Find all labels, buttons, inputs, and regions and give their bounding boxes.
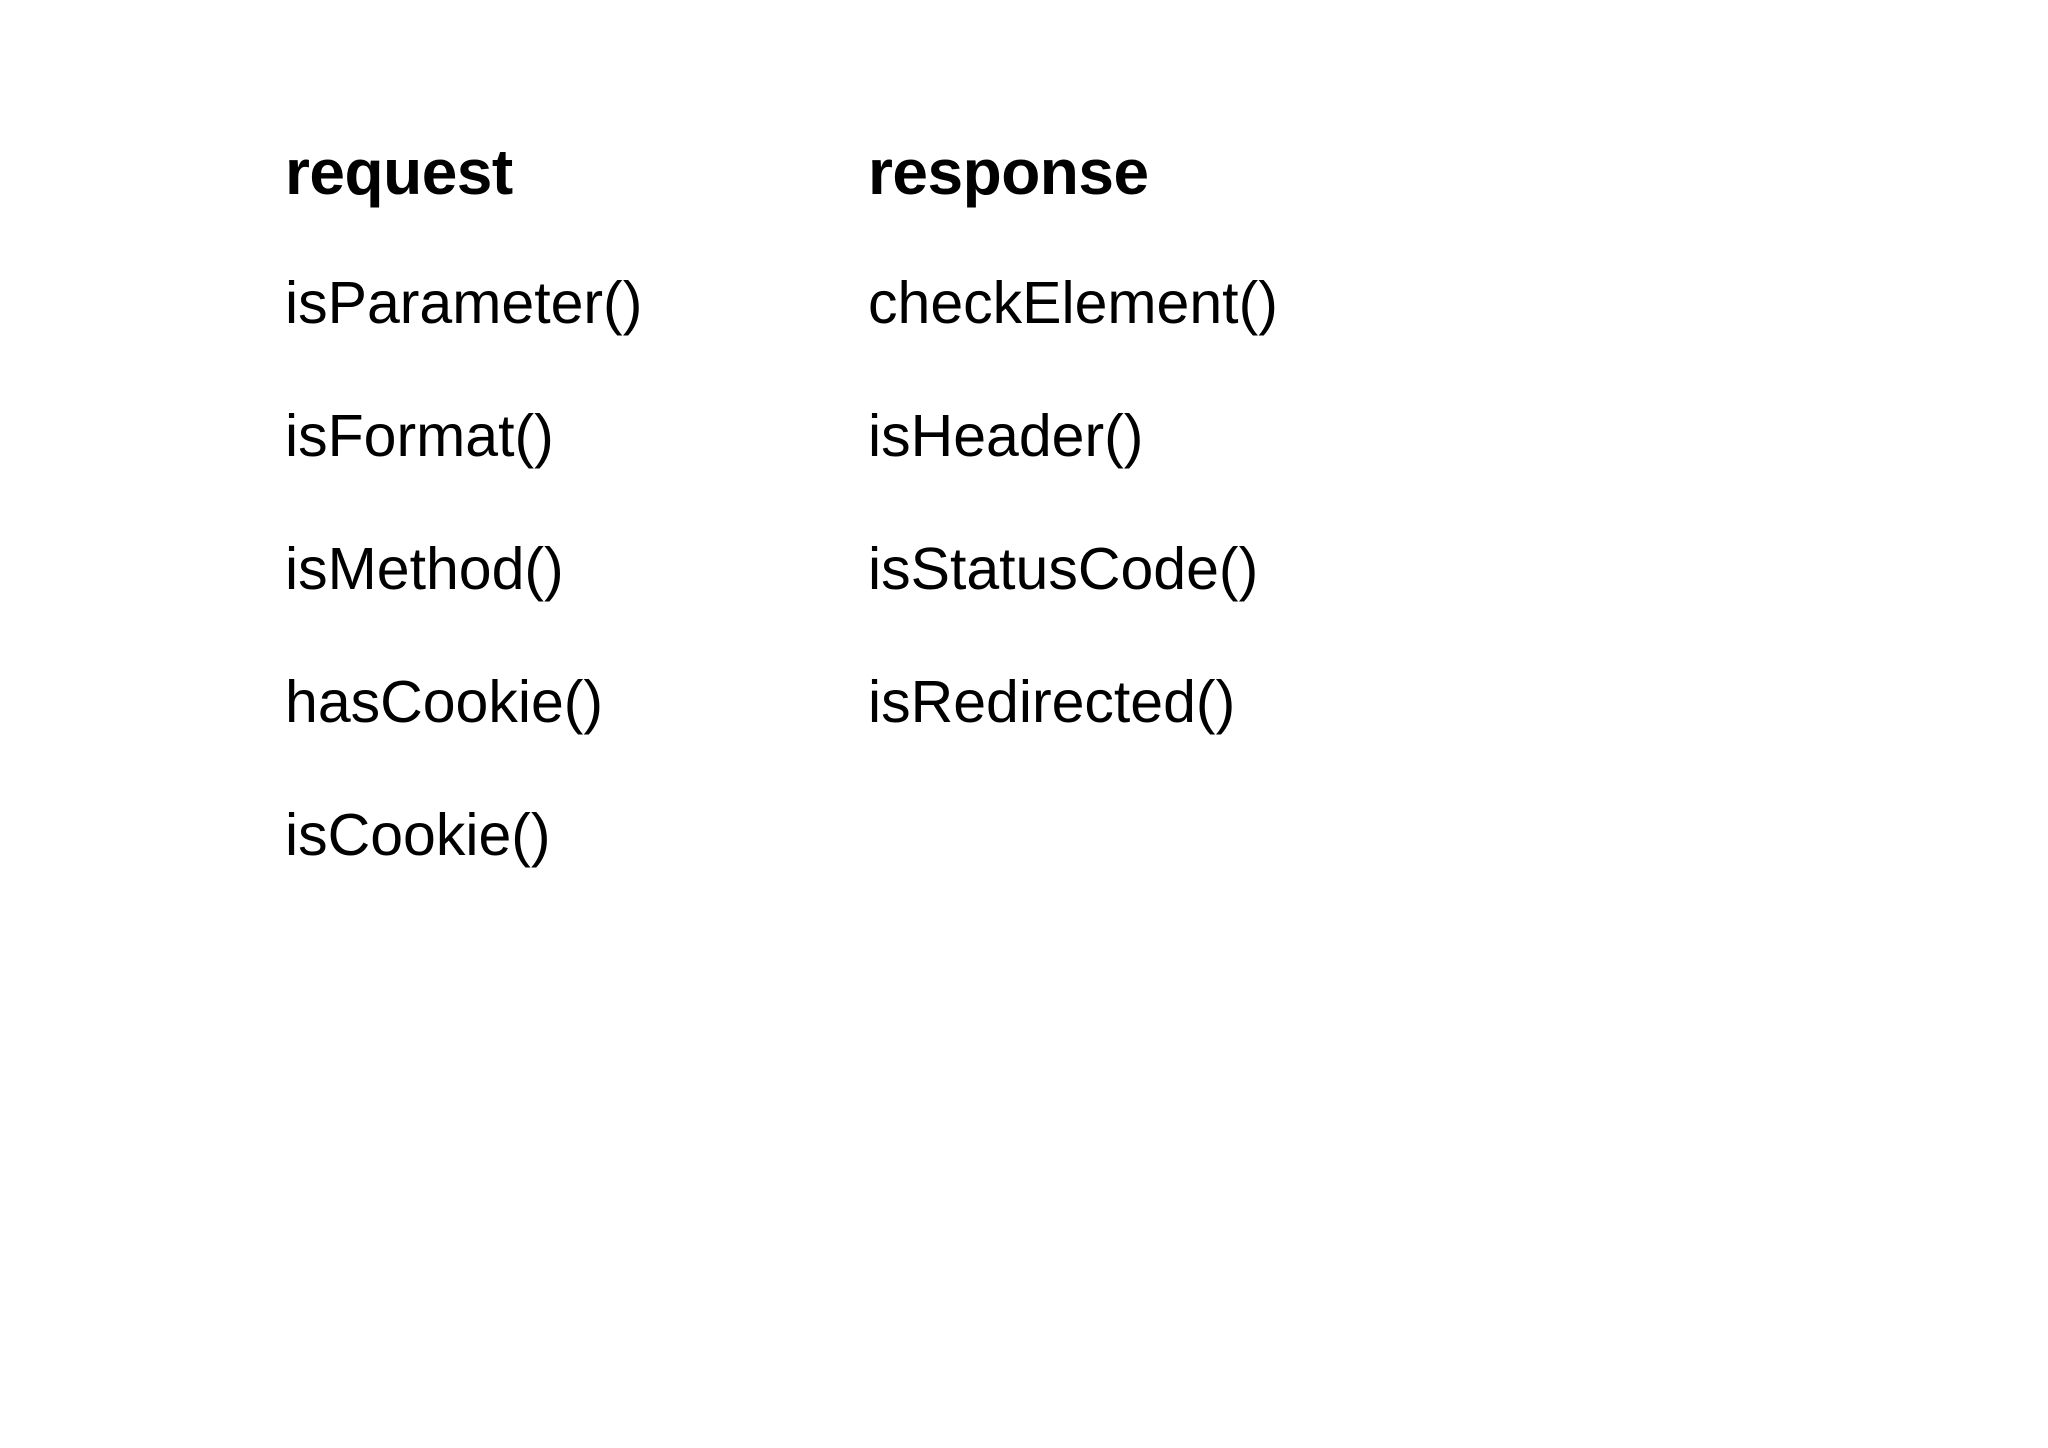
request-method-list: isParameter() isFormat() isMethod() hasC… [285,274,642,939]
list-item: isStatusCode() [868,536,1259,602]
list-item: checkElement() [868,270,1278,336]
request-column-title: request [285,136,513,208]
response-method-list: checkElement() isHeader() isStatusCode()… [868,274,1278,806]
list-item: isParameter() [285,270,643,336]
list-item: isCookie() [285,802,551,868]
request-column: request isParameter() isFormat() isMetho… [285,140,868,939]
list-item: isHeader() [868,403,1144,469]
method-columns: request isParameter() isFormat() isMetho… [285,140,1568,939]
list-item: hasCookie() [285,669,604,735]
list-item: isRedirected() [868,669,1236,735]
response-column: response checkElement() isHeader() isSta… [868,140,1568,806]
list-item: isMethod() [285,536,564,602]
response-column-title: response [868,136,1149,208]
list-item: isFormat() [285,403,554,469]
